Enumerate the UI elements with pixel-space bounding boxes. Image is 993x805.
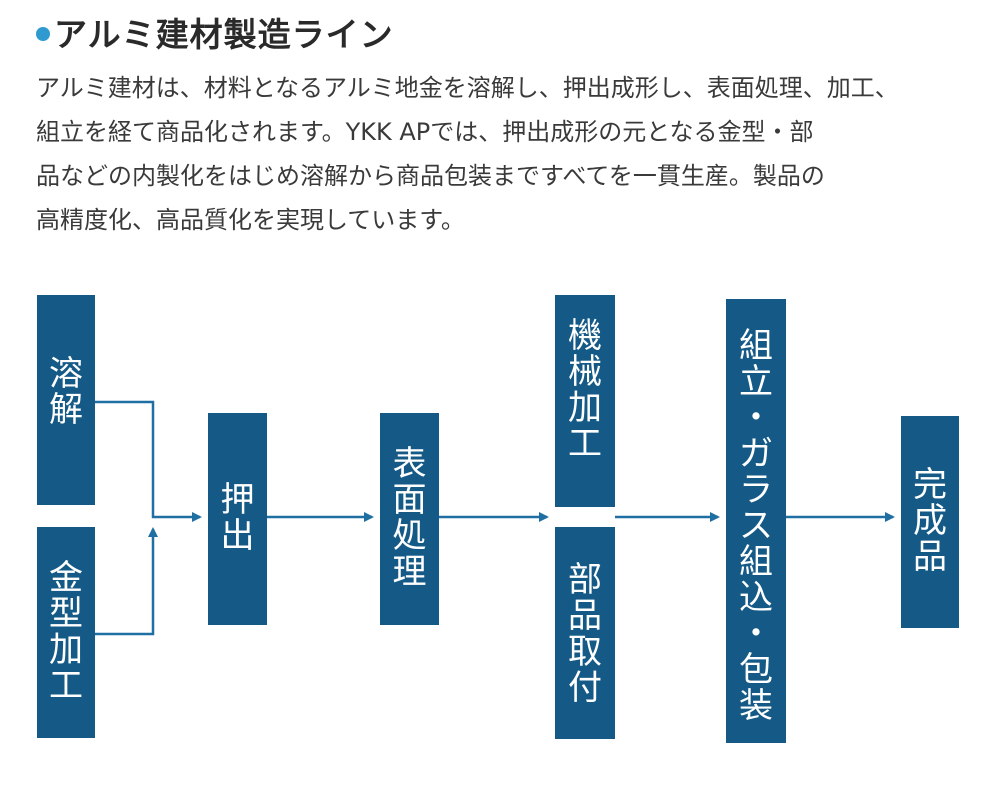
node-label-char: 面 [392,480,427,520]
node-label-char: ラ [739,470,773,510]
node-melting: 溶解 [37,295,95,505]
node-label-char: 理 [392,552,427,592]
description-line: アルミ建材は、材料となるアルミ地金を溶解し、押出成形し、表面処理、加工、 [36,74,899,102]
node-label-char: 完 [913,465,947,505]
node-assembly-glazing-packing: 組立・ガラス組込・包装 [726,299,786,743]
node-label-char: 溶 [49,354,83,394]
node-label-char: ガ [739,434,773,474]
node-label-char: 工 [568,424,602,464]
node-label-char: 機 [568,316,602,356]
node-parts-installation: 部品取付 [555,527,615,739]
description-line: 組立を経て商品化されます。YKK APでは、押出成形の元となる金型・部 [36,118,814,146]
node-label-char: ・ [739,614,773,654]
node-label-char: ・ [739,398,773,438]
node-label-char: 品 [913,537,947,577]
node-label-char: 型 [49,593,83,634]
bullet-icon [36,27,50,41]
node-label-char: 取 [568,632,602,672]
node-label-char: 部 [568,560,602,600]
node-label-char: 加 [49,629,83,670]
node-label-char: 表 [392,444,427,484]
description-line: 品などの内製化をはじめ溶解から商品包装まですべてを一貫生産。製品の [36,162,825,190]
connector-mold [95,527,158,636]
node-label-char: 包 [739,650,773,690]
node-label-char: 付 [568,668,602,708]
node-machining: 機械加工 [555,295,615,507]
node-label-char: 品 [568,596,602,636]
node-label-char: 工 [49,665,83,706]
node-extrusion: 押出 [208,413,267,625]
node-label-char: 加 [568,388,602,428]
node-label-char: 組 [739,542,773,582]
node-finished-product: 完成品 [901,416,959,628]
description-line: 高精度化、高品質化を実現しています。 [36,206,465,234]
node-surface-treatment: 表面処理 [380,413,439,625]
node-label-char: 組 [739,326,773,366]
node-mold-processing: 金型加工 [37,527,95,738]
node-label-char: 出 [220,516,255,556]
node-label-char: 処 [392,516,427,556]
node-label-char: 装 [739,686,773,726]
page-title: アルミ建材製造ライン [36,8,394,56]
node-label-char: 金 [49,557,83,598]
node-label-char: 解 [49,390,83,430]
node-label-char: 押 [220,480,255,520]
title-text: アルミ建材製造ライン [54,15,394,54]
node-label-char: 械 [568,352,602,392]
description: アルミ建材は、材料となるアルミ地金を溶解し、押出成形し、表面処理、加工、 組立を… [36,66,966,242]
node-label-char: 成 [913,501,947,541]
node-label-char: 込 [739,578,773,618]
node-label-char: ス [739,506,773,546]
connector-melting [95,400,202,522]
node-label-char: 立 [739,362,773,402]
